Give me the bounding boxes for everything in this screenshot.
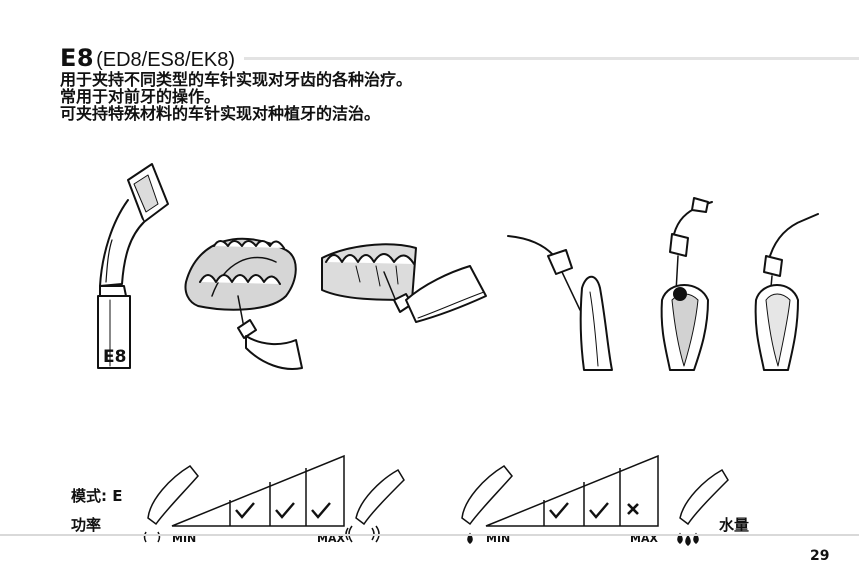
header-rule [244,57,859,60]
handpiece-icon [461,465,513,526]
tip-label: E8 [103,347,126,367]
check-icon [235,502,255,519]
treatment-step-3 [754,213,819,371]
vibration-low-icon [143,531,161,543]
product-title: E8 (ED8/ES8/EK8) [60,44,235,72]
jaw-illustration-anterior [321,243,487,323]
treatment-step-1 [507,235,613,371]
description-line: 用于夹持不同类型的车针实现对牙齿的各种治疗。 [60,70,413,89]
cross-icon [627,503,639,515]
jaw-illustration-lower [184,237,303,370]
water-drop-icon [467,532,473,544]
footer-rule [0,534,859,536]
mode-label: 模式: E [71,487,123,505]
tip-illustration [97,163,169,369]
check-icon [589,502,609,519]
check-icon [311,502,331,519]
handpiece-icon [355,468,405,526]
description: 用于夹持不同类型的车针实现对牙齿的各种治疗。 常用于对前牙的操作。 可夹持特殊材… [60,71,412,122]
water-drops-icon [677,532,699,546]
description-line: 常用于对前牙的操作。 [60,87,221,106]
description-line: 可夹持特殊材料的车针实现对种植牙的洁治。 [60,104,381,123]
handpiece-icon [679,468,729,526]
water-label: 水量 [719,516,750,534]
page-number: 29 [810,548,830,564]
water-setting-chart [461,454,729,546]
power-label: 功率 [71,516,102,534]
treatment-step-2 [660,197,713,371]
tip-code: E8 [60,44,95,72]
tip-variants: (ED8/ES8/EK8) [96,49,236,71]
check-icon [549,502,569,519]
power-setting-chart [143,454,405,543]
handpiece-icon [147,465,199,526]
check-icon [275,502,295,519]
